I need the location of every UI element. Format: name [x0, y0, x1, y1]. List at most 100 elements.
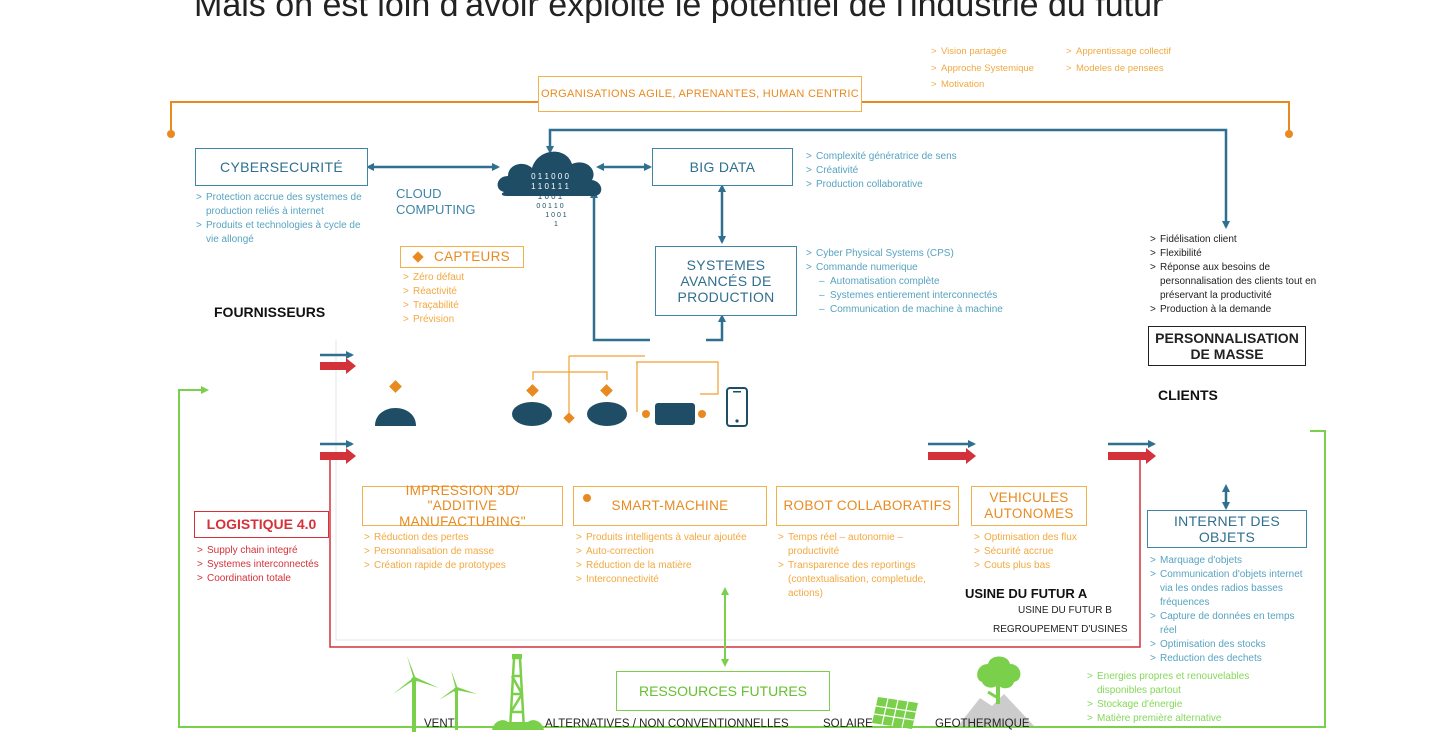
- cloud-binary-line: 1 0 0 1: [538, 192, 563, 201]
- cloud-computing-label: CLOUD COMPUTING: [396, 186, 476, 217]
- list-item: Optimisation des stocks: [1150, 638, 1310, 652]
- list-item: Marquage d'objets: [1150, 554, 1310, 568]
- list-item: Motivation: [931, 77, 1061, 94]
- list-item: Systemes interconnectés: [197, 558, 347, 572]
- list-item: Production à la demande: [1150, 303, 1320, 317]
- list-item: Matière première alternative: [1087, 712, 1277, 726]
- vehicules-autonomes-box: VEHICULES AUTONOMES: [971, 486, 1087, 526]
- list-item: Communication de machine à machine: [806, 303, 1046, 317]
- list-item: Interconnectivité: [576, 573, 776, 587]
- list-item: Automatisation complète: [806, 275, 1046, 289]
- internet-des-objets-label: INTERNET DES OBJETS: [1173, 512, 1281, 545]
- list-item: Transparence des reportings (contextuali…: [778, 559, 954, 601]
- logistique-box: LOGISTIQUE 4.0: [194, 511, 329, 538]
- list-item: Prévision: [403, 313, 513, 327]
- list-item: Temps réel – autonomie – productivité: [778, 531, 954, 559]
- cloud-binary-line: 1 1 0 1 1 1: [531, 182, 569, 191]
- list-item: Apprentissage collectif: [1066, 44, 1206, 61]
- smartphone-icon: [726, 387, 748, 427]
- list-item: Commande numerique: [806, 261, 1046, 275]
- usine-du-futur-b-label: USINE DU FUTUR B: [1018, 605, 1112, 616]
- list-item: Energies propres et renouvelables dispon…: [1087, 670, 1277, 698]
- robot-collaboratifs-label: ROBOT COLLABORATIFS: [783, 498, 952, 514]
- ressources-futures-box: RESSOURCES FUTURES: [616, 671, 830, 711]
- organisation-bullets-right: Apprentissage collectif Modeles de pense…: [1066, 44, 1206, 77]
- box-machine-icon: [655, 403, 695, 425]
- list-item: Vision partagée: [931, 44, 1061, 61]
- capteurs-bullets: Zéro défaut Réactivité Traçabilité Prévi…: [403, 271, 513, 327]
- list-item: Sécurité accrue: [974, 545, 1089, 559]
- capteurs-label: CAPTEURS: [434, 249, 510, 265]
- capteurs-box: CAPTEURS: [400, 246, 524, 268]
- smart-machine-label: SMART-MACHINE: [611, 498, 729, 514]
- list-item: Couts plus bas: [974, 559, 1089, 573]
- page-title: Mais on est loin d'avoir exploité le pot…: [194, 0, 1164, 24]
- wind-turbine-icon: [393, 656, 477, 732]
- list-item: Personnalisation de masse: [364, 545, 564, 559]
- systemes-bullets: Cyber Physical Systems (CPS) Commande nu…: [806, 247, 1046, 317]
- systemes-factory-line: [706, 314, 726, 342]
- list-item: Fidélisation client: [1150, 233, 1320, 247]
- list-item: Approche Systemique: [931, 61, 1061, 78]
- list-item: Modeles de pensees: [1066, 61, 1206, 78]
- oil-derrick-icon: [492, 654, 544, 731]
- production-line-icons: [375, 380, 748, 427]
- big-data-bullets: Complexité génératrice de sens Créativit…: [806, 150, 1006, 192]
- list-item: Traçabilité: [403, 299, 513, 313]
- diamond-icon: [600, 384, 613, 397]
- list-item: Auto-correction: [576, 545, 776, 559]
- personnalisation-bullets: Fidélisation client Flexibilité Réponse …: [1150, 233, 1320, 317]
- dot-icon: [698, 410, 706, 418]
- list-item: Complexité génératrice de sens: [806, 150, 1006, 164]
- list-item: Protection accrue des systemes de produc…: [196, 191, 366, 219]
- list-item: Création rapide de prototypes: [364, 559, 564, 573]
- list-item: Reduction des dechets: [1150, 652, 1310, 666]
- usine-du-futur-a-label: USINE DU FUTUR A: [965, 586, 1088, 601]
- smart-machine-bullets: Produits intelligents à valeur ajoutée A…: [576, 531, 776, 587]
- list-item: Réduction de la matière: [576, 559, 776, 573]
- ressources-bullets: Energies propres et renouvelables dispon…: [1087, 670, 1277, 726]
- cybersecurite-label: CYBERSECURITÉ: [220, 158, 343, 175]
- diamond-icon: [412, 251, 424, 263]
- diamond-icon: [563, 412, 575, 424]
- list-item: Optimisation des flux: [974, 531, 1089, 545]
- list-item: Zéro défaut: [403, 271, 513, 285]
- cloud-icon: 0 1 1 0 0 0 1 1 0 1 1 1 1 0 0 1 0 0 1 1 …: [497, 151, 602, 228]
- oval-machine-icon: [587, 402, 627, 426]
- big-data-label: BIG DATA: [689, 158, 756, 175]
- diamond-icon: [526, 384, 539, 397]
- personnalisation-box: PERSONNALISATION DE MASSE: [1148, 326, 1306, 366]
- list-item: Stockage d'énergie: [1087, 698, 1277, 712]
- green-loop: [178, 386, 1326, 728]
- regroupement-label: REGROUPEMENT D'USINES: [993, 624, 1128, 635]
- organisation-label: ORGANISATIONS AGILE, APRENANTES, HUMAN C…: [541, 87, 859, 100]
- big-data-box: BIG DATA: [652, 148, 793, 186]
- logistique-label: LOGISTIQUE 4.0: [206, 516, 317, 533]
- robot-collaboratifs-box: ROBOT COLLABORATIFS: [776, 486, 959, 526]
- impression-3d-bullets: Réduction des pertes Personnalisation de…: [364, 531, 564, 573]
- list-item: Produits intelligents à valeur ajoutée: [576, 531, 776, 545]
- organisation-box: ORGANISATIONS AGILE, APRENANTES, HUMAN C…: [538, 76, 862, 112]
- list-item: Flexibilité: [1150, 247, 1320, 261]
- list-item: Réduction des pertes: [364, 531, 564, 545]
- list-item: Réponse aux besoins de personnalisation …: [1150, 261, 1320, 303]
- solaire-label: SOLAIRE: [823, 718, 873, 730]
- organisation-bullets-left: Vision partagée Approche Systemique Moti…: [931, 44, 1061, 94]
- cloud-clients-line: [546, 128, 1230, 229]
- list-item: Supply chain integré: [197, 544, 347, 558]
- cloud-binary-line: 1: [554, 221, 558, 228]
- list-item: Réactivité: [403, 285, 513, 299]
- fournisseurs-label: FOURNISSEURS: [214, 304, 326, 320]
- systemes-avances-box: SYSTEMES AVANCÉS DE PRODUCTION: [655, 246, 797, 316]
- cloud-binary-line: 1 0 0 1: [545, 212, 567, 219]
- clients-label: CLIENTS: [1158, 387, 1218, 403]
- internet-des-objets-bullets: Marquage d'objets Communication d'objets…: [1150, 554, 1310, 666]
- alternatives-label: ALTERNATIVES / NON CONVENTIONNELLES: [545, 718, 789, 730]
- cloud-binary-line: 0 0 1 1 0: [536, 203, 563, 210]
- solar-panel-icon: [872, 697, 918, 729]
- cloud-binary-line: 0 1 1 0 0 0: [531, 172, 569, 181]
- vent-label: VENT: [424, 718, 455, 730]
- geothermal-icon: [958, 656, 1034, 726]
- organisation-bracket: [170, 101, 1290, 134]
- list-item: Produits et technologies à cycle de vie …: [196, 219, 366, 247]
